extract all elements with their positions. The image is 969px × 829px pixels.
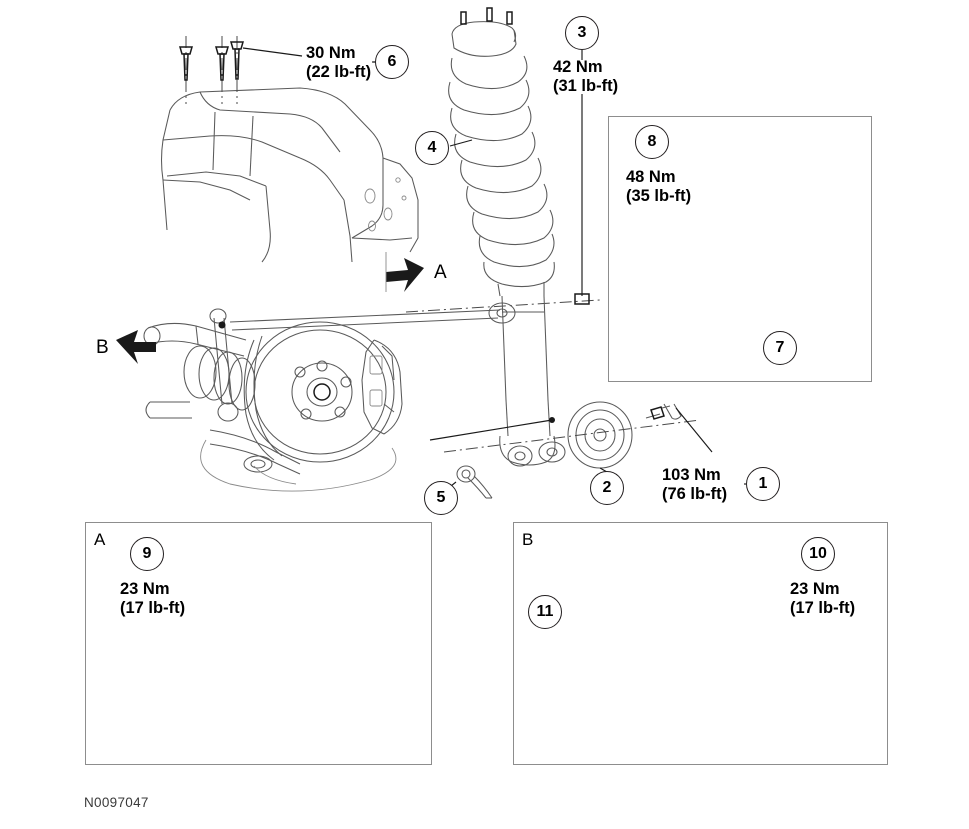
- torque-nm-6: 30 Nm: [306, 44, 356, 62]
- bushing-and-through-bolt: [443, 401, 746, 485]
- callout-bubble-4[interactable]: 4: [415, 131, 449, 165]
- inset-panel-top-right: [608, 116, 872, 382]
- torque-lbft-1: (76 lb-ft): [662, 485, 728, 504]
- torque-nm-8: 48 Nm: [626, 168, 676, 186]
- section-reference-a: A: [434, 262, 447, 283]
- pinch-bolt-callout-5: [429, 417, 555, 499]
- torque-nm-10: 23 Nm: [790, 580, 840, 598]
- torque-lbft-10: (17 lb-ft): [790, 599, 856, 618]
- subframe-body-artwork: [160, 87, 419, 263]
- torque-lbft-3: (31 lb-ft): [553, 77, 619, 96]
- inset-b-label: B: [522, 530, 534, 549]
- callout-bubble-3[interactable]: 3: [565, 16, 599, 50]
- torque-nm-3: 42 Nm: [553, 58, 603, 76]
- section-arrow-a: [385, 252, 424, 292]
- callout-bubble-10[interactable]: 10: [801, 537, 835, 571]
- leader-callout-3: [574, 50, 590, 305]
- inset-a-label: A: [94, 530, 106, 549]
- torque-spec-3: 42 Nm (31 lb-ft): [553, 58, 618, 97]
- callout-bubble-2[interactable]: 2: [590, 471, 624, 505]
- figure-id-label: N0097047: [84, 795, 149, 810]
- strut-coil-spring-assembly: [448, 7, 566, 467]
- callout-bubble-1[interactable]: 1: [746, 467, 780, 501]
- callout-bubble-11[interactable]: 11: [528, 595, 562, 629]
- torque-lbft-6: (22 lb-ft): [306, 63, 372, 82]
- section-arrow-b: [116, 330, 156, 364]
- torque-lbft-8: (35 lb-ft): [626, 187, 692, 206]
- torque-spec-6: 30 Nm (22 lb-ft): [306, 44, 371, 83]
- callout-bubble-9[interactable]: 9: [130, 537, 164, 571]
- ground-reference-ellipse: [200, 439, 397, 492]
- stabilizer-link-bar: [218, 299, 601, 331]
- upper-mount-bolts: [179, 36, 378, 104]
- leader-callout-4: [449, 139, 473, 147]
- torque-spec-9: 23 Nm (17 lb-ft): [120, 580, 185, 619]
- inset-panel-b: [513, 522, 888, 765]
- section-reference-b: B: [96, 337, 109, 358]
- brake-rotor-hub-artwork: [243, 321, 403, 463]
- callout-bubble-8[interactable]: 8: [635, 125, 669, 159]
- callout-bubble-5[interactable]: 5: [424, 481, 458, 515]
- lower-control-arm-artwork: [143, 308, 301, 475]
- callout-bubble-6[interactable]: 6: [375, 45, 409, 79]
- torque-nm-9: 23 Nm: [120, 580, 170, 598]
- torque-spec-10: 23 Nm (17 lb-ft): [790, 580, 855, 619]
- callout-bubble-7[interactable]: 7: [763, 331, 797, 365]
- torque-spec-1: 103 Nm (76 lb-ft): [662, 466, 727, 505]
- torque-lbft-9: (17 lb-ft): [120, 599, 186, 618]
- torque-spec-8: 48 Nm (35 lb-ft): [626, 168, 691, 207]
- torque-nm-1: 103 Nm: [662, 466, 721, 484]
